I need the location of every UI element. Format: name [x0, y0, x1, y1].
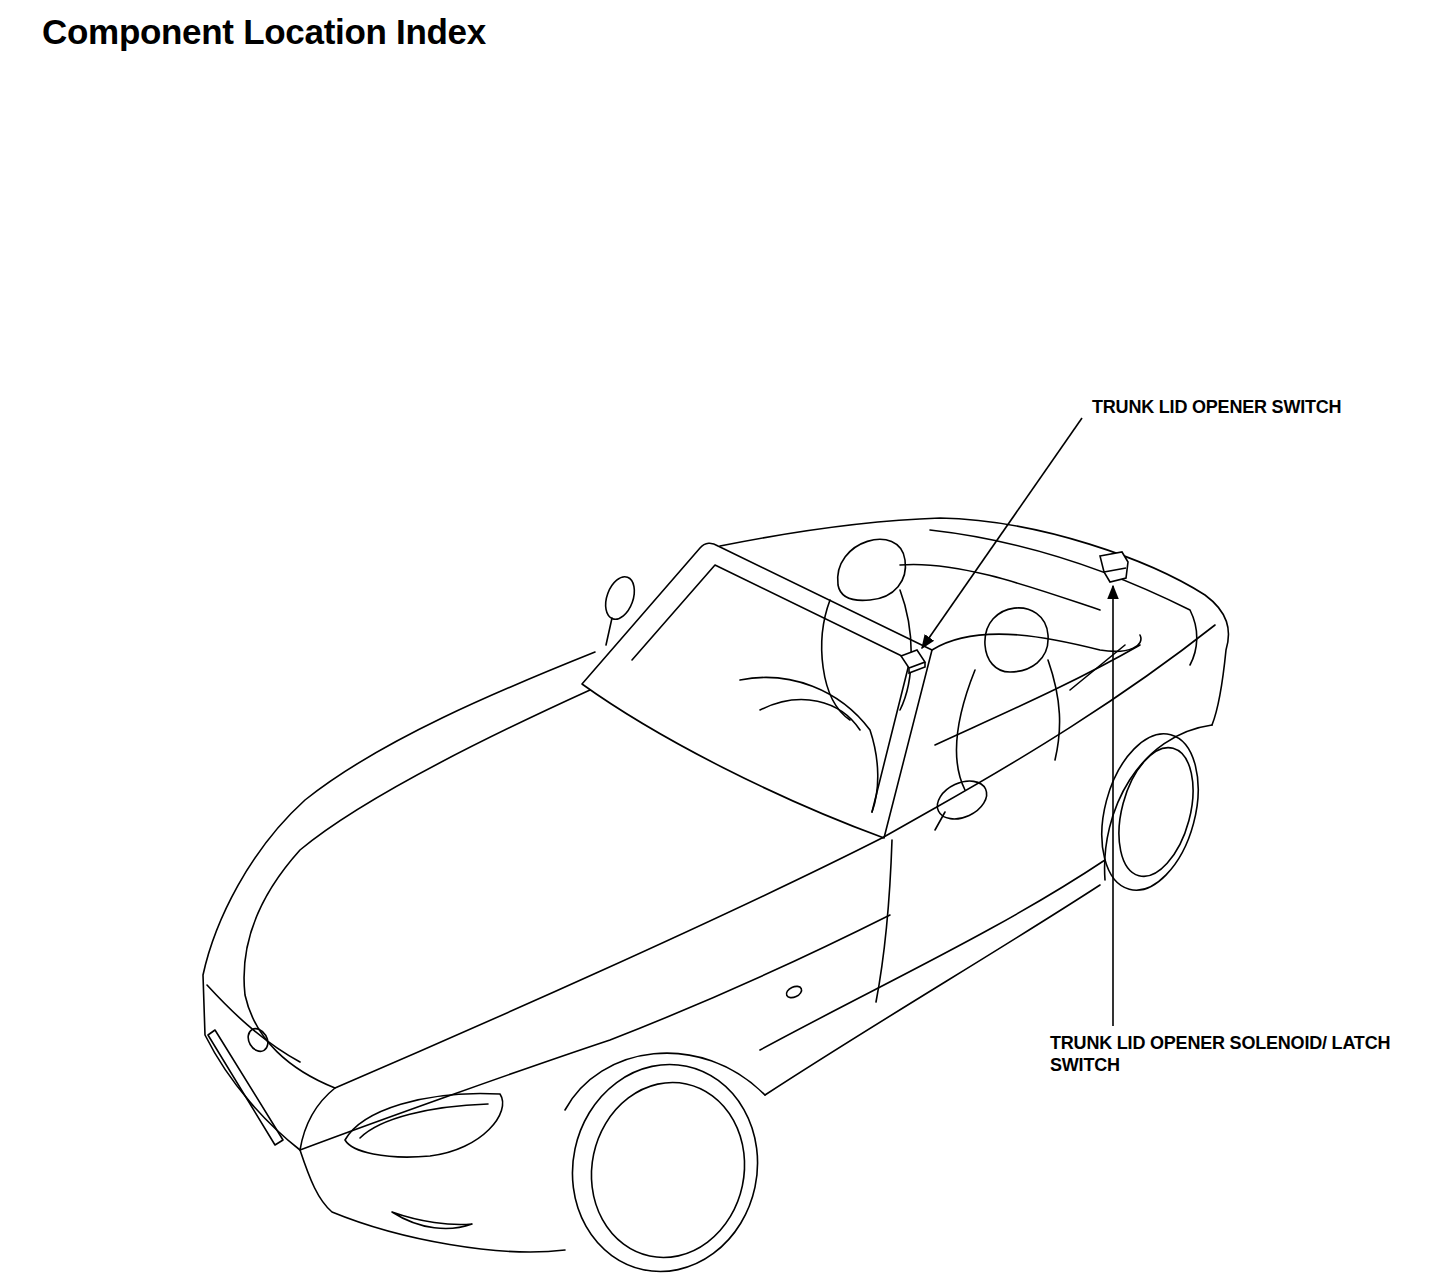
leader-line: [922, 418, 1082, 648]
front-tire: [553, 1047, 776, 1276]
side-crease: [760, 860, 1105, 1050]
dashboard: [740, 677, 878, 812]
windshield-glass: [632, 565, 910, 812]
rear-wheel: [1106, 739, 1206, 884]
rocker-line: [765, 885, 1100, 1095]
front-wheel: [575, 1068, 760, 1272]
cockpit-rim: [932, 634, 1141, 651]
page-title: Component Location Index: [42, 12, 486, 52]
left-mirror: [600, 573, 639, 623]
leader-line: [1112, 586, 1114, 1026]
right-seat: [956, 660, 1059, 790]
bumper-intake: [392, 1212, 472, 1228]
rear-arch: [1105, 725, 1212, 880]
mirror-stem: [935, 812, 945, 830]
door-line: [876, 840, 892, 1002]
left-mirror-stem: [606, 618, 612, 645]
side-marker: [785, 984, 804, 1000]
car-body: [203, 518, 1228, 1276]
belt-line: [882, 625, 1215, 838]
headlight-inner: [360, 1104, 488, 1138]
fender-line: [300, 915, 890, 1150]
hood-left-edge: [244, 690, 590, 1088]
hood-right-edge: [300, 838, 882, 1150]
front-arch: [565, 1053, 765, 1110]
leader-lines: [922, 418, 1113, 1026]
left-seat: [822, 590, 911, 720]
rear-tire: [1086, 723, 1214, 901]
rear-deck: [720, 518, 1228, 725]
rollbar: [900, 564, 1100, 610]
left-headrest: [838, 539, 906, 600]
solenoid-symbol: [1100, 552, 1128, 582]
emblem: [244, 1025, 272, 1055]
part-label: TRUNK LID OPENER SWITCH: [1092, 396, 1422, 418]
body-outline: [203, 652, 595, 1252]
front-plate: [208, 1030, 283, 1145]
component-symbols: [901, 552, 1128, 673]
windshield-frame: [582, 543, 932, 838]
part-label: TRUNK LID OPENER SOLENOID/ LATCH SWITCH: [1050, 1032, 1420, 1076]
headlight: [345, 1093, 503, 1157]
right-headrest: [985, 608, 1048, 672]
hood-front-edge: [207, 985, 300, 1062]
opener-switch-symbol: [901, 650, 925, 673]
seat-belt: [1070, 645, 1125, 690]
